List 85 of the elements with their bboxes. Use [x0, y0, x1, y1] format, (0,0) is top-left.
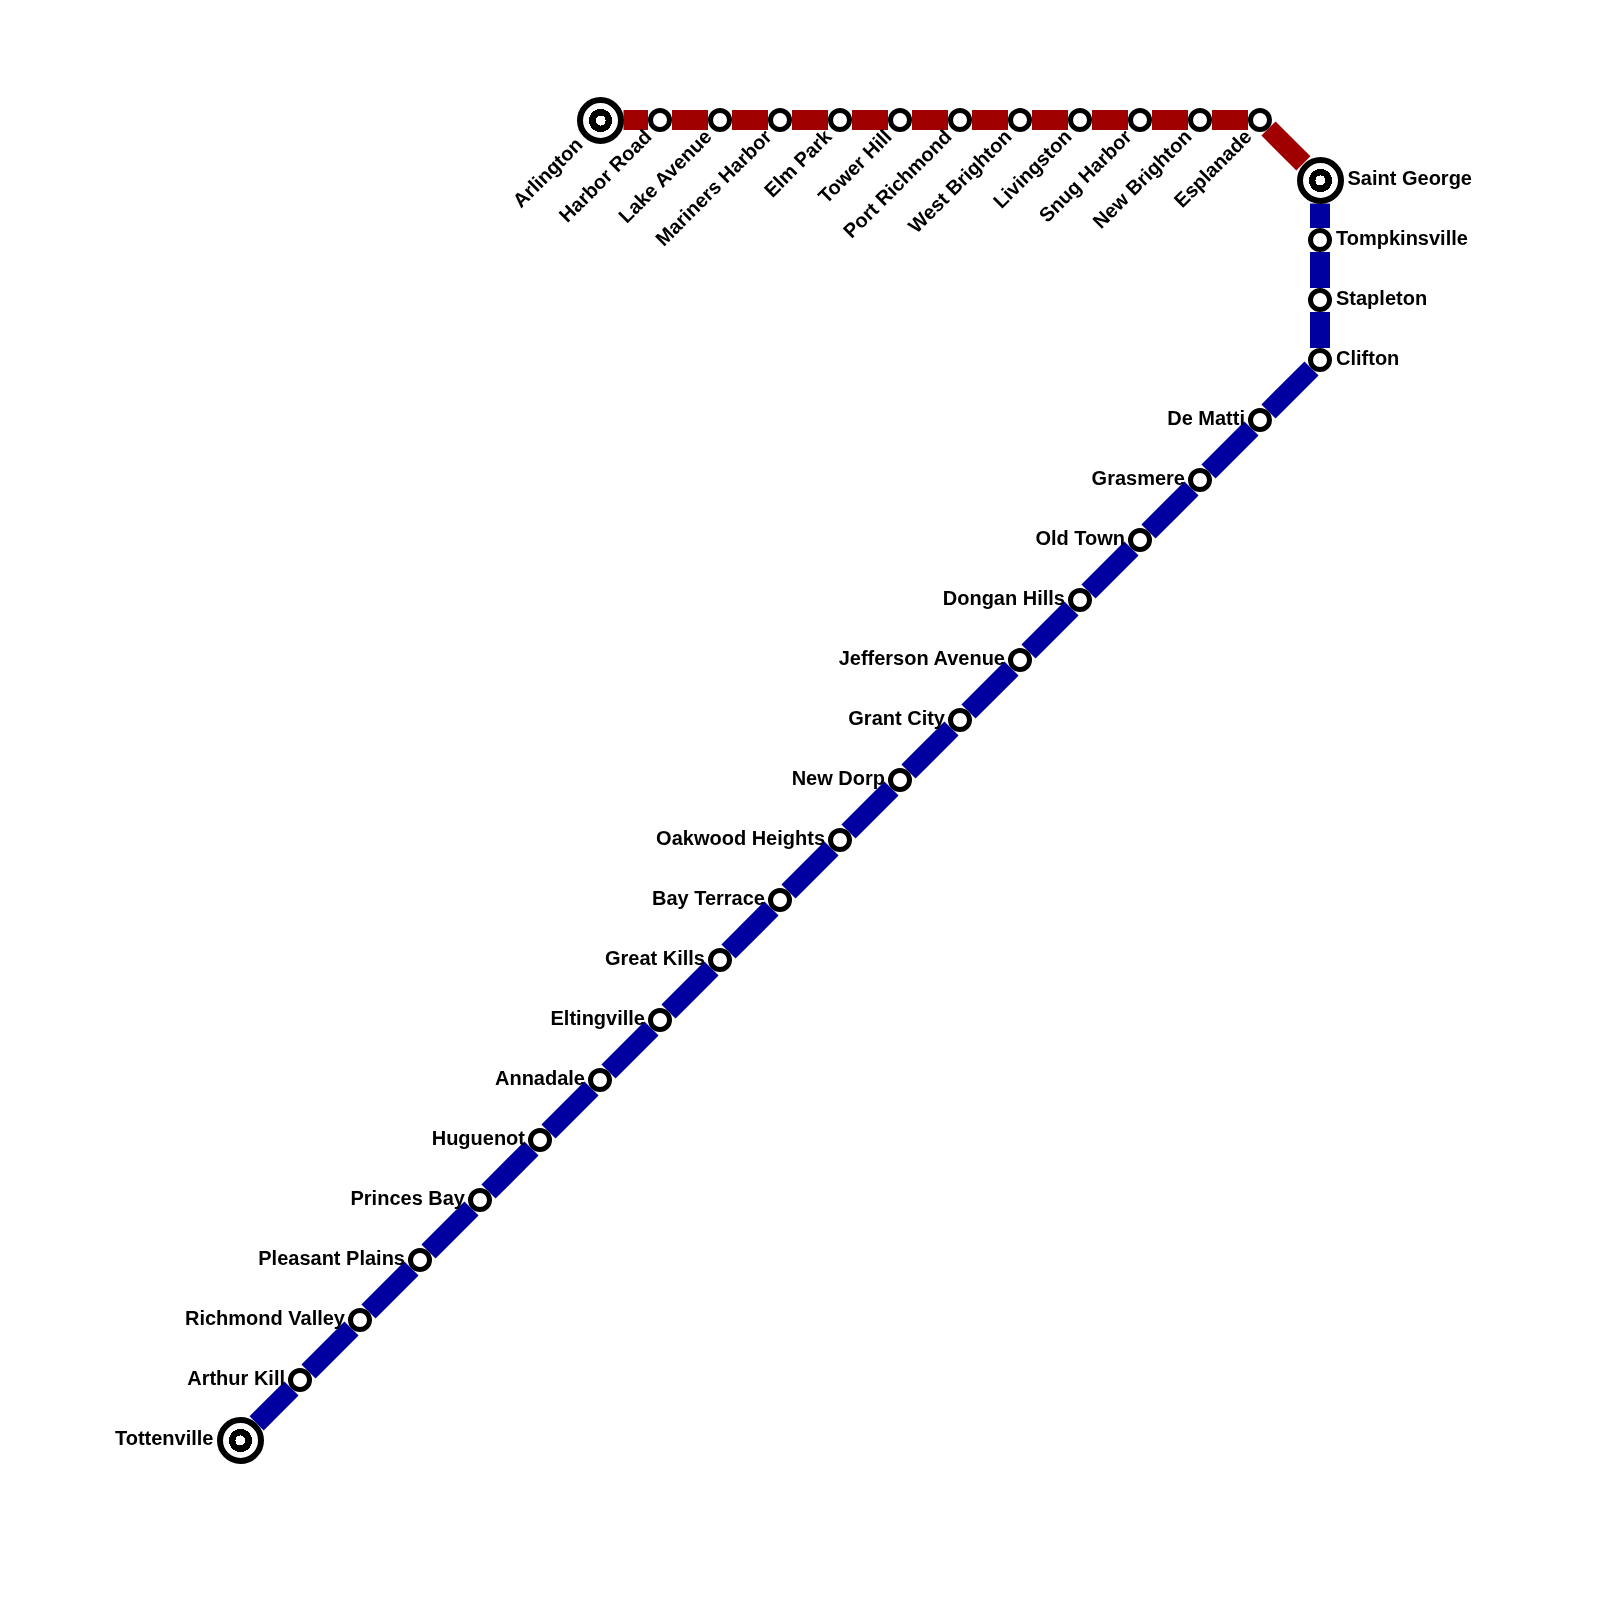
station-marker — [1008, 648, 1032, 672]
station-label: Oakwood Heights — [656, 828, 825, 848]
station-marker — [1008, 108, 1032, 132]
station-marker — [648, 1008, 672, 1032]
station-marker — [948, 708, 972, 732]
rail-line — [1081, 541, 1139, 599]
station-label: Huguenot — [431, 1128, 525, 1148]
rail-line — [361, 1261, 419, 1319]
station-label: Dongan Hills — [942, 588, 1065, 608]
rail-line — [1261, 121, 1311, 171]
rail-line — [1141, 481, 1199, 539]
rail-line — [301, 1321, 359, 1379]
station-marker — [288, 1368, 312, 1392]
rail-line — [1310, 252, 1330, 288]
station-label: Saint George — [1347, 168, 1472, 188]
station-marker — [708, 108, 732, 132]
station-marker — [1128, 108, 1152, 132]
rail-line — [1152, 110, 1188, 130]
station-label: Jefferson Avenue — [838, 648, 1005, 668]
station-marker — [708, 948, 732, 972]
station-marker — [1188, 468, 1212, 492]
station-marker — [1068, 108, 1092, 132]
rail-line — [961, 661, 1019, 719]
rail-line — [1212, 110, 1248, 130]
rail-line — [601, 1021, 659, 1079]
station-label: Tottenville — [114, 1428, 214, 1448]
station-label: Annadale — [494, 1068, 585, 1088]
station-label: Richmond Valley — [184, 1308, 345, 1328]
station-marker — [828, 828, 852, 852]
station-marker — [1068, 588, 1092, 612]
terminal-station-marker — [1296, 156, 1344, 204]
station-label: Grasmere — [1091, 468, 1185, 488]
station-marker — [1128, 528, 1152, 552]
station-label: Princes Bay — [350, 1188, 465, 1208]
rail-line — [421, 1201, 479, 1259]
rail-line — [623, 110, 648, 130]
rail-line — [249, 1381, 299, 1431]
station-label: Eltingville — [550, 1008, 645, 1028]
rail-line — [481, 1141, 539, 1199]
terminal-station-marker — [216, 1416, 264, 1464]
station-label: Grant City — [848, 708, 945, 728]
station-label: Bay Terrace — [651, 888, 765, 908]
station-marker — [768, 888, 792, 912]
rail-line — [1092, 110, 1128, 130]
station-label: Great Kills — [604, 948, 705, 968]
rail-line — [1310, 312, 1330, 348]
rail-line — [732, 110, 768, 130]
station-marker — [1308, 228, 1332, 252]
station-marker — [888, 768, 912, 792]
rail-line — [1261, 361, 1319, 419]
rail-line — [841, 781, 899, 839]
station-label: Pleasant Plains — [258, 1248, 405, 1268]
station-label: Tompkinsville — [1336, 228, 1468, 248]
station-marker — [588, 1068, 612, 1092]
rail-line — [1201, 421, 1259, 479]
rail-line — [541, 1081, 599, 1139]
rail-line — [792, 110, 828, 130]
rail-line — [852, 110, 888, 130]
station-marker — [468, 1188, 492, 1212]
station-marker — [1188, 108, 1212, 132]
rail-line — [781, 841, 839, 899]
rail-line — [1310, 203, 1330, 228]
station-marker — [768, 108, 792, 132]
rail-line — [912, 110, 948, 130]
station-label: Clifton — [1336, 348, 1400, 368]
station-label: New Dorp — [791, 768, 885, 788]
station-label: Arthur Kill — [187, 1368, 285, 1388]
station-marker — [1248, 108, 1272, 132]
rail-line — [721, 901, 779, 959]
station-label: Stapleton — [1336, 288, 1428, 308]
station-marker — [1308, 288, 1332, 312]
rail-line — [901, 721, 959, 779]
rail-line — [1021, 601, 1079, 659]
rail-line — [1032, 110, 1068, 130]
station-label: De Matti — [1167, 408, 1245, 428]
rail-line — [661, 961, 719, 1019]
station-marker — [828, 108, 852, 132]
station-marker — [1308, 348, 1332, 372]
rail-line — [972, 110, 1008, 130]
station-marker — [408, 1248, 432, 1272]
station-label: Old Town — [1035, 528, 1125, 548]
station-marker — [1248, 408, 1272, 432]
rail-line — [672, 110, 708, 130]
station-marker — [348, 1308, 372, 1332]
station-marker — [528, 1128, 552, 1152]
